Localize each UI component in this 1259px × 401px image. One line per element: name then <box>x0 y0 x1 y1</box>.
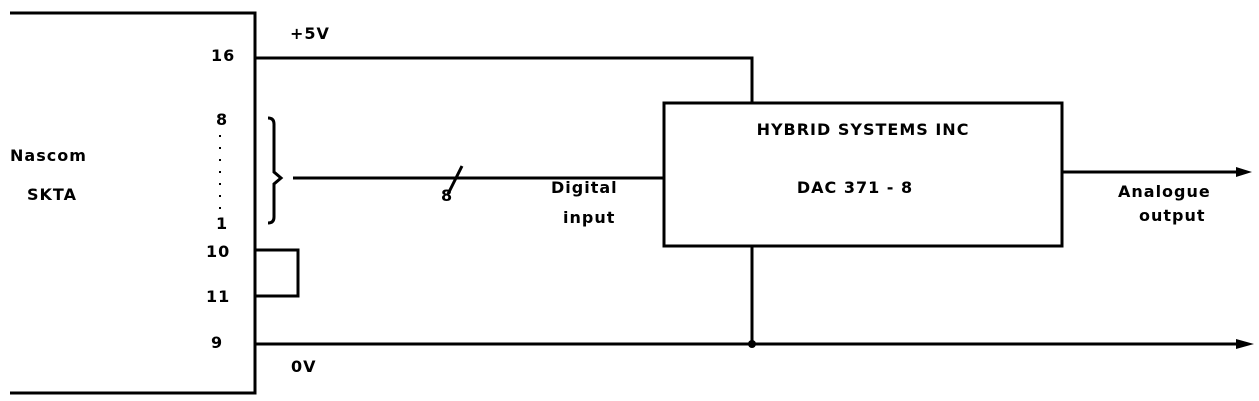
pin-1-label: 1 <box>216 214 229 233</box>
link-10-11 <box>255 248 300 298</box>
skta-label: SKTA <box>27 185 77 204</box>
output-arrowhead <box>1236 167 1252 177</box>
nascom-label: Nascom <box>10 146 87 165</box>
dac-model-label: DAC 371 - 8 <box>796 178 914 197</box>
pin-16-label: 16 <box>211 46 236 65</box>
dac-box <box>662 101 1064 248</box>
digital-input-label-1: Digital <box>551 178 618 197</box>
nascom-connector-box <box>10 11 257 395</box>
dac-maker-label: HYBRID SYSTEMS INC <box>756 120 970 139</box>
plus5v-label: +5V <box>290 24 330 43</box>
digital-input-label-2: input <box>563 208 616 227</box>
pin-9-label: 9 <box>211 333 224 352</box>
pin-8-label: 8 <box>216 110 229 129</box>
zero-volt-label: 0V <box>291 357 317 376</box>
pin-10-label: 10 <box>206 242 231 261</box>
plus5v-wire <box>255 56 754 103</box>
analogue-output-label-1: Analogue <box>1118 182 1211 201</box>
analogue-output-label-2: output <box>1139 206 1206 225</box>
bus-width-label: 8 <box>441 186 454 205</box>
data-bus-bracket <box>267 116 284 225</box>
ground-arrowhead <box>1236 339 1254 349</box>
pin-11-label: 11 <box>206 287 231 306</box>
junction-dot <box>748 340 756 348</box>
bus-width-slash <box>446 165 464 195</box>
